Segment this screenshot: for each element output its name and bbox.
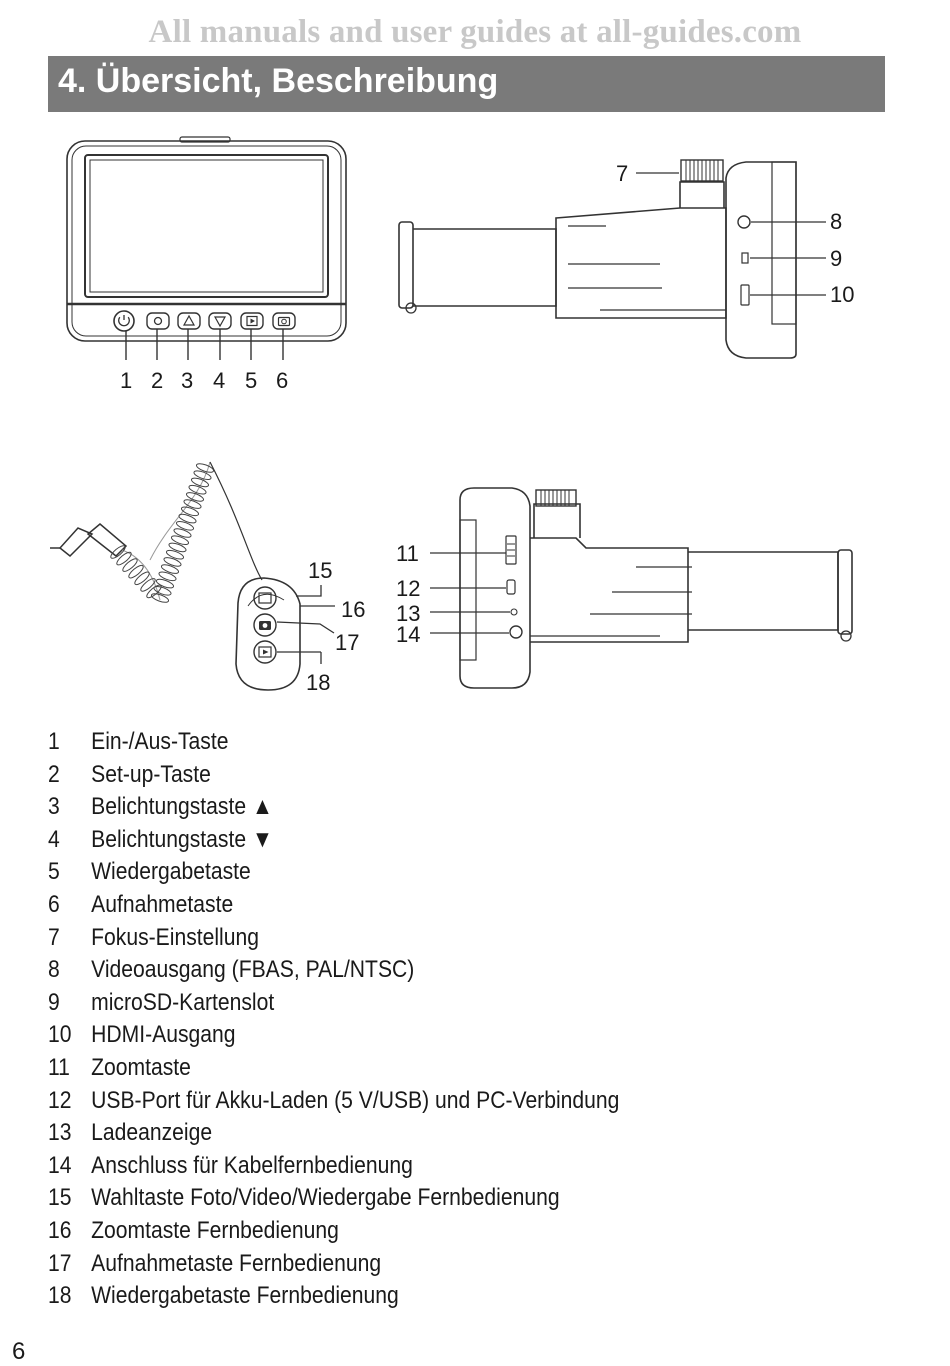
- callout-15: 15: [308, 558, 332, 583]
- coil-loop: [160, 564, 180, 574]
- remote-body: [235, 577, 301, 691]
- callout-6: 6: [276, 368, 288, 393]
- coil-loop: [175, 520, 195, 531]
- callout-4: 4: [213, 368, 225, 393]
- coil-loop: [128, 564, 144, 579]
- coil-loop: [163, 557, 182, 567]
- coil-loop: [170, 535, 190, 546]
- play-icon: [253, 640, 277, 664]
- callout-11: 11: [396, 541, 419, 566]
- coil-loop: [193, 470, 212, 481]
- coil-loop: [122, 558, 138, 572]
- coil-loop: [110, 545, 126, 559]
- coil-loop: [155, 578, 175, 589]
- coil-loop: [180, 506, 200, 517]
- down-triangle-icon: [208, 312, 232, 330]
- coil-loop: [153, 585, 172, 596]
- overview-illustrations: 1 2 3 4 5 6 7 8 9 10: [50, 136, 854, 695]
- callout-12: 12: [396, 576, 420, 601]
- callout-8: 8: [830, 209, 842, 234]
- callout-13: 13: [396, 601, 420, 626]
- watermark: All manuals and user guides at all-guide…: [148, 14, 802, 50]
- callout-10: 10: [830, 282, 854, 307]
- callout-17: 17: [335, 630, 359, 655]
- coil-loop: [150, 593, 170, 603]
- callout-9: 9: [830, 246, 842, 271]
- callout-7: 7: [616, 161, 628, 186]
- up-triangle-icon: [177, 312, 201, 330]
- coil-loop: [178, 513, 197, 524]
- power-icon: [113, 310, 135, 332]
- setup-icon: [146, 312, 170, 330]
- callout-1: 1: [120, 368, 132, 393]
- coil-loop: [173, 528, 192, 538]
- page-number: 6: [12, 1338, 26, 1365]
- remote-control: 15 16 17 18: [50, 461, 365, 695]
- coil-loop: [134, 571, 150, 586]
- coil-loop: [158, 571, 177, 582]
- coil-loop: [168, 542, 187, 553]
- coil-loop: [188, 484, 207, 495]
- device-side-view-right: 7 8 9 10: [398, 159, 854, 359]
- focus-wheel-lower: [535, 489, 577, 507]
- coil-loop: [185, 492, 205, 502]
- section-title-bar: 4. Übersicht, Beschreibung: [48, 56, 885, 112]
- callout-5: 5: [245, 368, 257, 393]
- coil-loop: [190, 477, 210, 488]
- coil-loop: [183, 499, 202, 509]
- section-title: 4. Übersicht, Beschreibung: [58, 62, 499, 100]
- mode-icon: [253, 586, 277, 610]
- device-front-body: [66, 140, 347, 342]
- cable-coil-loops: [110, 463, 215, 603]
- playback-icon: [240, 312, 264, 330]
- device-front-view: 1 2 3 4 5 6: [66, 136, 347, 393]
- camera-icon: [253, 613, 277, 637]
- coil-loop: [146, 584, 162, 599]
- callout-14: 14: [396, 622, 420, 647]
- callout-2: 2: [151, 368, 163, 393]
- coil-loop: [195, 463, 215, 473]
- callout-18: 18: [306, 670, 330, 695]
- device-side-view-left: 11 12 13 14: [396, 487, 853, 689]
- coil-loop: [116, 551, 132, 566]
- callout-3: 3: [181, 368, 193, 393]
- record-icon: [272, 312, 296, 330]
- device-screen: [84, 154, 329, 298]
- coil-loop: [140, 578, 156, 592]
- callout-16: 16: [341, 597, 365, 622]
- coil-loop: [165, 549, 185, 560]
